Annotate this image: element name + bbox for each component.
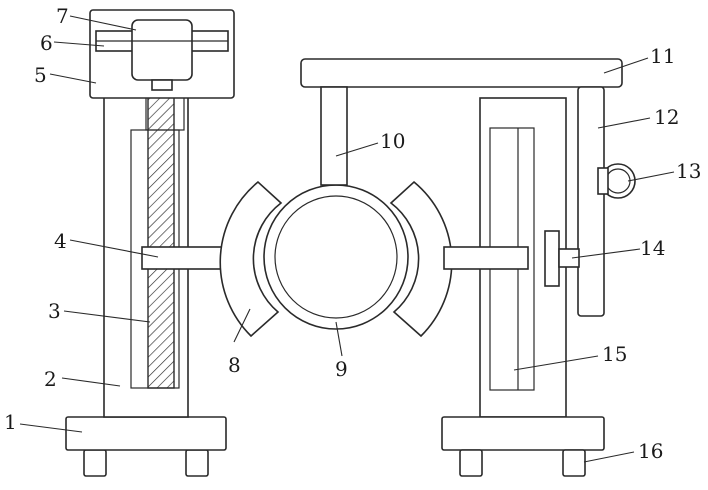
lead-screw [148,88,174,388]
label-11: 11 [650,44,675,68]
label-8: 8 [228,353,241,377]
right-foot-a [460,450,482,476]
label-4: 4 [54,229,67,253]
right-slider-arm [444,247,528,269]
top-plate [301,59,622,87]
motor [132,20,192,80]
label-5: 5 [34,63,47,87]
label-3: 3 [48,299,61,323]
label-2: 2 [44,367,57,391]
right-side-bar [578,87,604,316]
label-6: 6 [40,31,53,55]
left-base [66,417,226,450]
right-foot-b [563,450,585,476]
left-foot-a [84,450,106,476]
label-10: 10 [380,129,405,153]
label-9: 9 [335,357,348,381]
leader-16 [584,452,634,462]
right-base [442,417,604,450]
leader-5 [50,74,96,83]
label-13: 13 [676,159,701,183]
motor-shaft [152,80,172,90]
label-7: 7 [56,4,69,28]
label-12: 12 [654,105,679,129]
label-14: 14 [640,236,665,260]
left-foot-b [186,450,208,476]
clamp-block [545,231,559,286]
label-15: 15 [602,342,627,366]
outer-ring [264,185,408,329]
left-slider-arm [142,247,228,269]
knob-mount [598,168,608,194]
leader-12 [598,118,650,128]
label-1: 1 [4,410,17,434]
hanger-rod [321,87,347,185]
label-16: 16 [638,439,663,463]
